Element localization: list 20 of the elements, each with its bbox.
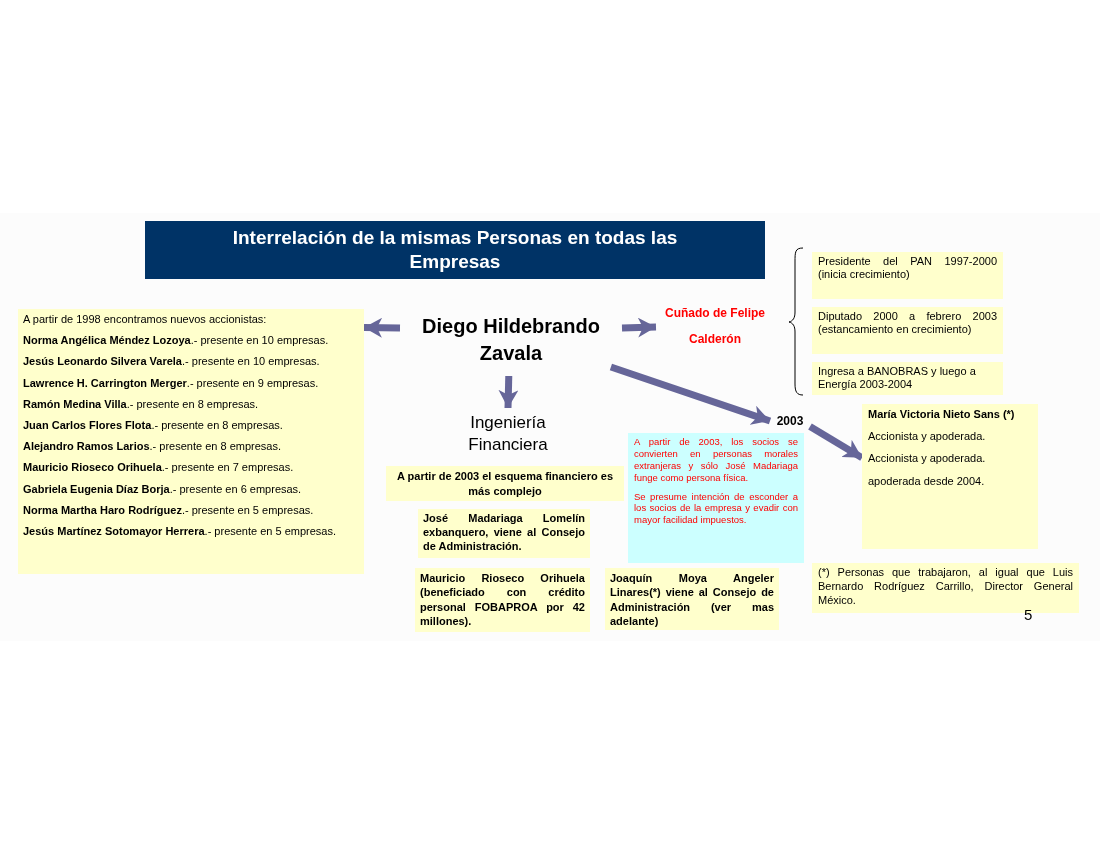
note-box: María Victoria Nieto Sans (*) Accionista y apoderada. Accionista y apoderada. apoderada desde 2004. [862, 404, 1038, 549]
node-text: Diego Hildebrando Zavala [400, 310, 622, 370]
arrow [609, 363, 772, 425]
title-banner: Interrelación de la mismas Personas en todas las Empresas [145, 221, 765, 279]
arrow [363, 317, 401, 338]
node-text: 2003 [770, 412, 810, 430]
node-text: Cuñado de Felipe Calderón [656, 300, 774, 352]
note-box: A partir de 1998 encontramos nuevos accionistas: Norma Angélica Méndez Lozoya.- presente en 10 empresas. Jesús Leonardo Silvera Varela.- presente en 10 empresas. Lawrence H. Carrington Merger.- presente en 9 empresas. Ramón Medina Villa.- presente en 8 empresas. Juan Carlos Flores Flota.- presente en 8 empresas. Alejandro Ramos Larios.- presente en 8 empresas. Mauricio Rioseco Orihuela.- presente en 7 empresas. Gabriela Eugenia Díaz Borja.- presente en 6 empresas. Norma Martha Haro Rodríguez.- presente en 5 empresas. Jesús Martínez Sotomayor Herrera.- presente en 5 empresas. [18, 309, 364, 574]
arrow [808, 423, 864, 461]
note-box: Ingresa a BANOBRAS y luego a Energía 2003-2004 [812, 362, 1003, 395]
arrow [498, 375, 519, 409]
note-box: A partir de 2003 el esquema financiero es más complejo [386, 466, 624, 501]
arrow [621, 317, 657, 338]
note-box: Mauricio Rioseco Orihuela (beneficiado con crédito personal FOBAPROA por 42 millones). [415, 568, 590, 632]
note-box: Diputado 2000 a febrero 2003 (estancamiento en crecimiento) [812, 307, 1003, 354]
note-box: Presidente del PAN 1997-2000 (inicia crecimiento) [812, 252, 1003, 299]
note-box: A partir de 2003, los socios se convierten en personas morales extranjeras y sólo José Madariaga funge como persona física. Se presume intención de esconder a los socios de la empresa y evadir con mayor facilidad impuestos. [628, 433, 804, 563]
note-box: José Madariaga Lomelín exbanquero, viene al Consejo de Administración. [418, 509, 590, 558]
node-text: Ingeniería Financiera [445, 408, 571, 460]
note-box: Joaquín Moya Angeler Linares(*) viene al Consejo de Administración (ver mas adelante) [605, 568, 779, 630]
